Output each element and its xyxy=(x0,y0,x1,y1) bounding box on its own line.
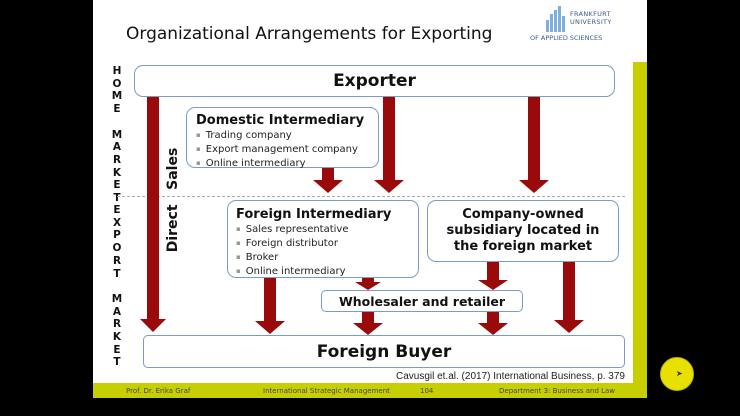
side-letter: O xyxy=(112,242,122,255)
side-letter: O xyxy=(112,77,122,90)
arrow-foreign-buyer xyxy=(255,278,285,334)
side-letter: H xyxy=(112,65,122,77)
arrow-subsidiary-buyer xyxy=(554,262,584,333)
footer-course: International Strategic Management xyxy=(263,387,390,395)
domestic-intermediary-box: Domestic Intermediary Trading companyExp… xyxy=(186,107,379,171)
side-letter: X xyxy=(112,216,122,229)
list-item: Trading company xyxy=(196,129,378,143)
arrow-domestic-foreign xyxy=(313,167,343,193)
exporter-box: Exporter xyxy=(134,65,615,97)
wholesaler-box: Wholesaler and retailer xyxy=(321,290,523,312)
side-letter: E xyxy=(113,103,121,116)
side-letter: M xyxy=(111,128,123,141)
arrow-wholesaler-buyer-1 xyxy=(353,311,383,335)
side-letter: R xyxy=(112,254,122,267)
arrow-wholesaler-buyer-2 xyxy=(478,311,508,335)
side-letter: R xyxy=(112,153,122,166)
list-item: Online intermediary xyxy=(196,157,378,171)
foreign-title: Foreign Intermediary xyxy=(236,207,392,222)
arrow-exporter-foreign-intermediary xyxy=(374,97,404,193)
arrow-subsidiary-wholesaler xyxy=(478,262,508,290)
foreign-buyer-box: Foreign Buyer xyxy=(143,335,625,368)
footer-page: 104 xyxy=(420,387,434,395)
exporter-label: Exporter xyxy=(333,71,416,91)
side-letter: E xyxy=(113,179,121,192)
pointer-highlight: ➤ xyxy=(660,357,694,391)
direct-sales-label: Direct Sales xyxy=(165,147,181,253)
market-divider xyxy=(117,196,625,197)
side-letter: E xyxy=(113,204,121,216)
logo-line2: UNIVERSITY xyxy=(570,18,612,26)
list-item: Online intermediary xyxy=(236,265,418,279)
list-item: Export management company xyxy=(196,143,378,157)
accent-bar xyxy=(633,62,647,383)
side-letter: K xyxy=(112,166,122,179)
logo-line1: FRANKFURT xyxy=(570,10,611,18)
slide-title: Organizational Arrangements for Exportin… xyxy=(126,24,493,44)
subsidiary-box: Company-owned subsidiary located in the … xyxy=(427,200,619,262)
arrow-direct-sales xyxy=(140,97,166,332)
side-letter: M xyxy=(111,292,123,305)
arrow-foreign-wholesaler xyxy=(355,278,381,290)
side-letter: P xyxy=(113,229,121,242)
list-item: Broker xyxy=(236,251,418,265)
list-item: Sales representative xyxy=(236,223,418,237)
wholesaler-label: Wholesaler and retailer xyxy=(338,293,506,309)
side-letter: T xyxy=(113,356,121,369)
side-letter: M xyxy=(111,90,123,103)
side-letter: E xyxy=(113,343,121,356)
side-letter: R xyxy=(112,318,122,331)
side-letter: A xyxy=(112,305,122,318)
subsidiary-label: Company-owned subsidiary located in the … xyxy=(446,207,600,254)
footer-author: Prof. Dr. Erika Graf xyxy=(126,387,191,395)
side-letter: T xyxy=(113,192,121,205)
citation: Cavusgil et.al. (2017) International Bus… xyxy=(395,371,625,382)
logo-line3: OF APPLIED SCIENCES xyxy=(530,34,603,42)
cursor-icon: ➤ xyxy=(676,369,683,378)
side-letter: T xyxy=(113,267,121,280)
foreign-intermediary-box: Foreign Intermediary Sales representativ… xyxy=(227,200,419,278)
footer-department: Department 3: Business and Law xyxy=(499,387,616,395)
side-letter: A xyxy=(112,141,122,154)
list-item: Foreign distributor xyxy=(236,237,418,251)
domestic-title: Domestic Intermediary xyxy=(196,113,365,128)
arrow-exporter-subsidiary xyxy=(519,97,549,193)
footer: Prof. Dr. Erika Graf International Strat… xyxy=(93,383,647,398)
foreign-buyer-label: Foreign Buyer xyxy=(316,341,452,362)
side-letter: K xyxy=(112,331,122,344)
